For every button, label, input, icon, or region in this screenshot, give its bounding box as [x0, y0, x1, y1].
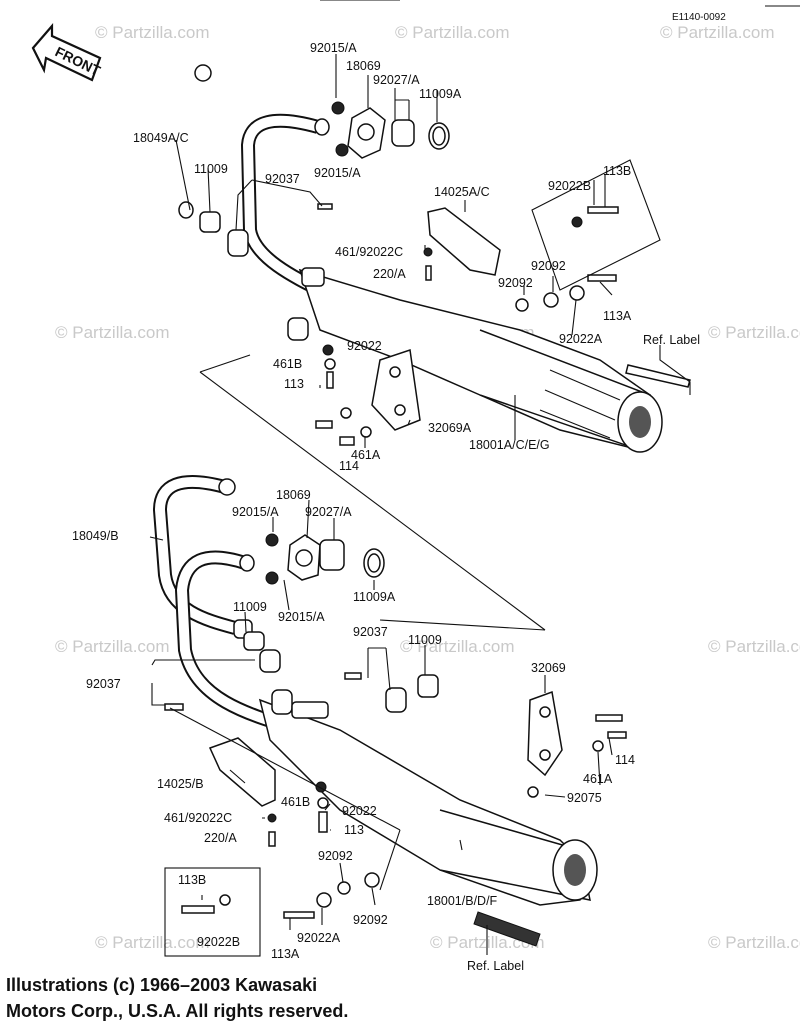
part-label-113: 113 — [344, 823, 364, 837]
part-label-18001aceg: 18001A/C/E/G — [469, 438, 550, 452]
part-label-461-92022c: 461/92022C — [335, 245, 403, 259]
part-label-461a: 461A — [583, 772, 613, 786]
part-label-92015a: 92015/A — [314, 166, 361, 180]
part-label-220a: 220/A — [373, 267, 406, 281]
copyright-line-1: Illustrations (c) 1966–2003 Kawasaki — [6, 975, 318, 995]
part-label-92075: 92075 — [567, 791, 602, 805]
watermark: © Partzilla.com — [708, 637, 800, 656]
part-label-32069: 32069 — [531, 661, 566, 675]
part-label-92022a: 92022A — [297, 931, 341, 945]
part-label-14025ac: 14025A/C — [434, 185, 490, 199]
part-label-92015a: 92015/A — [278, 610, 325, 624]
part-label-ref-label: Ref. Label — [467, 959, 524, 973]
part-label-92092: 92092 — [498, 276, 533, 290]
part-label-113b: 113B — [603, 164, 631, 178]
part-label-14025b: 14025/B — [157, 777, 204, 791]
part-label-92022: 92022 — [347, 339, 382, 353]
watermark: © Partzilla.com — [660, 23, 775, 42]
part-label-92015a: 92015/A — [310, 41, 357, 55]
watermark: © Partzilla.com — [395, 23, 510, 42]
watermark: © Partzilla.com — [95, 23, 210, 42]
part-label-32069a: 32069A — [428, 421, 472, 435]
part-label-92027a: 92027/A — [373, 73, 420, 87]
watermark: © Partzilla.com — [95, 933, 210, 952]
front-arrow-icon: FRONT — [31, 23, 103, 82]
part-label-ref-label: Ref. Label — [643, 333, 700, 347]
part-label-18069: 18069 — [276, 488, 311, 502]
part-label-92092: 92092 — [353, 913, 388, 927]
part-label-11009a: 11009A — [353, 590, 396, 604]
part-label-92022: 92022 — [342, 804, 377, 818]
part-label-113a: 113A — [271, 947, 300, 961]
part-label-92022b: 92022B — [548, 179, 591, 193]
part-label-220a: 220/A — [204, 831, 237, 845]
part-label-92037: 92037 — [86, 677, 121, 691]
part-label-113a: 113A — [603, 309, 632, 323]
part-labels: 92015/A 18069 92027/A 11009A 92015/A 180… — [72, 41, 700, 973]
part-label-92027a: 92027/A — [305, 505, 352, 519]
part-label-11009: 11009 — [408, 633, 442, 647]
part-label-92015a: 92015/A — [232, 505, 279, 519]
watermark: © Partzilla.com — [55, 637, 170, 656]
part-label-92092: 92092 — [318, 849, 353, 863]
part-label-92037: 92037 — [265, 172, 300, 186]
part-label-461b: 461B — [273, 357, 302, 371]
part-label-113b: 113B — [178, 873, 206, 887]
watermark: © Partzilla.com — [708, 933, 800, 952]
part-label-11009: 11009 — [194, 162, 228, 176]
part-label-11009: 11009 — [233, 600, 267, 614]
part-label-114: 114 — [615, 753, 635, 767]
part-label-11009a: 11009A — [419, 87, 462, 101]
lower-assembly — [149, 474, 627, 957]
upper-assembly — [102, 54, 691, 631]
part-label-18001bdf: 18001/B/D/F — [427, 894, 498, 908]
part-label-461-92022c: 461/92022C — [164, 811, 232, 825]
part-label-113: 113 — [284, 377, 304, 391]
part-label-18049ac: 18049A/C — [133, 131, 189, 145]
part-label-92037: 92037 — [353, 625, 388, 639]
copyright-line-2: Motors Corp., U.S.A. All rights reserved… — [6, 1001, 349, 1021]
part-label-461a: 461A — [351, 448, 381, 462]
watermark: © Partzilla.com — [55, 323, 170, 342]
part-label-92022b: 92022B — [197, 935, 240, 949]
part-label-18069: 18069 — [346, 59, 381, 73]
watermark: © Partzilla.com — [708, 323, 800, 342]
part-label-461b: 461B — [281, 795, 310, 809]
watermark: © Partzilla.com — [400, 637, 515, 656]
part-label-92022a: 92022A — [559, 332, 603, 346]
part-label-114: 114 — [339, 459, 359, 473]
part-label-18049b: 18049/B — [72, 529, 119, 543]
part-label-92092: 92092 — [531, 259, 566, 273]
diagram-code: E1140-0092 — [672, 12, 726, 23]
